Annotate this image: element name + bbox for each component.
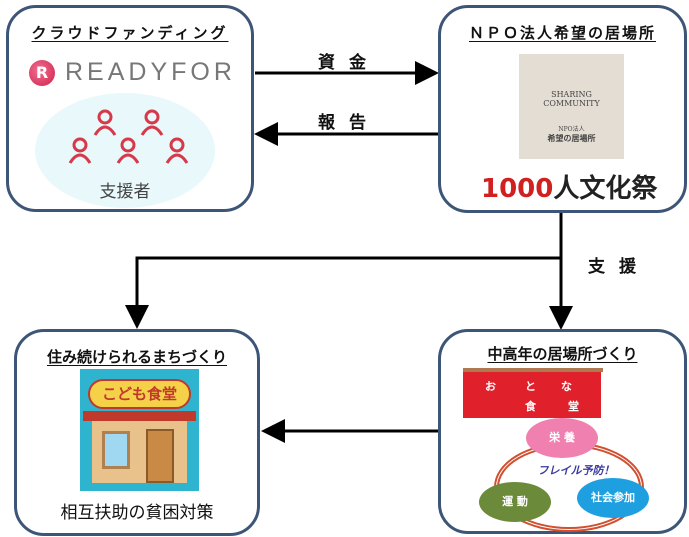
supporters-label: 支援者 (99, 182, 151, 202)
crowdfunding-title: クラウドファンディング (31, 24, 229, 42)
readyfor-logo: R READYFOR (29, 58, 236, 87)
support-label: 支援 (588, 257, 650, 277)
npo-box: ＮＰＯ法人希望の居場所 SHARING COMMUNITY NPO法人 希望の居… (438, 5, 687, 213)
kodomo-shokudo-illustration: こども食堂 (80, 369, 199, 491)
community-title: 住み続けられるまちづくり (46, 348, 227, 366)
otona-shokudo-noren: お と な 食 堂 (463, 372, 601, 418)
community-box: 住み続けられるまちづくり こども食堂 相互扶助の貧困対策 (14, 329, 260, 536)
social-participation-bubble: 社会参加 (577, 478, 649, 518)
people-icon (68, 109, 189, 164)
1000-culture-festival-logo: 1000人文化祭 (481, 174, 658, 204)
nutrition-bubble: 栄 養 (526, 418, 598, 458)
community-caption: 相互扶助の貧困対策 (60, 503, 214, 523)
crowdfunding-box: クラウドファンディング R READYFOR 支援者 (6, 5, 254, 212)
middle-age-title: 中高年の居場所づくり (487, 345, 638, 363)
report-label: 報告 (318, 113, 380, 133)
npo-title: ＮＰＯ法人希望の居場所 (468, 24, 656, 42)
funding-label: 資金 (318, 53, 380, 73)
support-arrow-branch (125, 256, 561, 329)
exercise-bubble: 運 動 (479, 482, 551, 522)
frailty-prevention-label: フレイル予防！ (537, 464, 615, 477)
sharing-community-logo: SHARING COMMUNITY NPO法人 希望の居場所 (519, 54, 624, 159)
middle-age-box: 中高年の居場所づくり お と な 食 堂 栄 養 フレイル予防！ 運 動 社会参… (438, 329, 687, 534)
supporters-ellipse: 支援者 (35, 93, 215, 208)
